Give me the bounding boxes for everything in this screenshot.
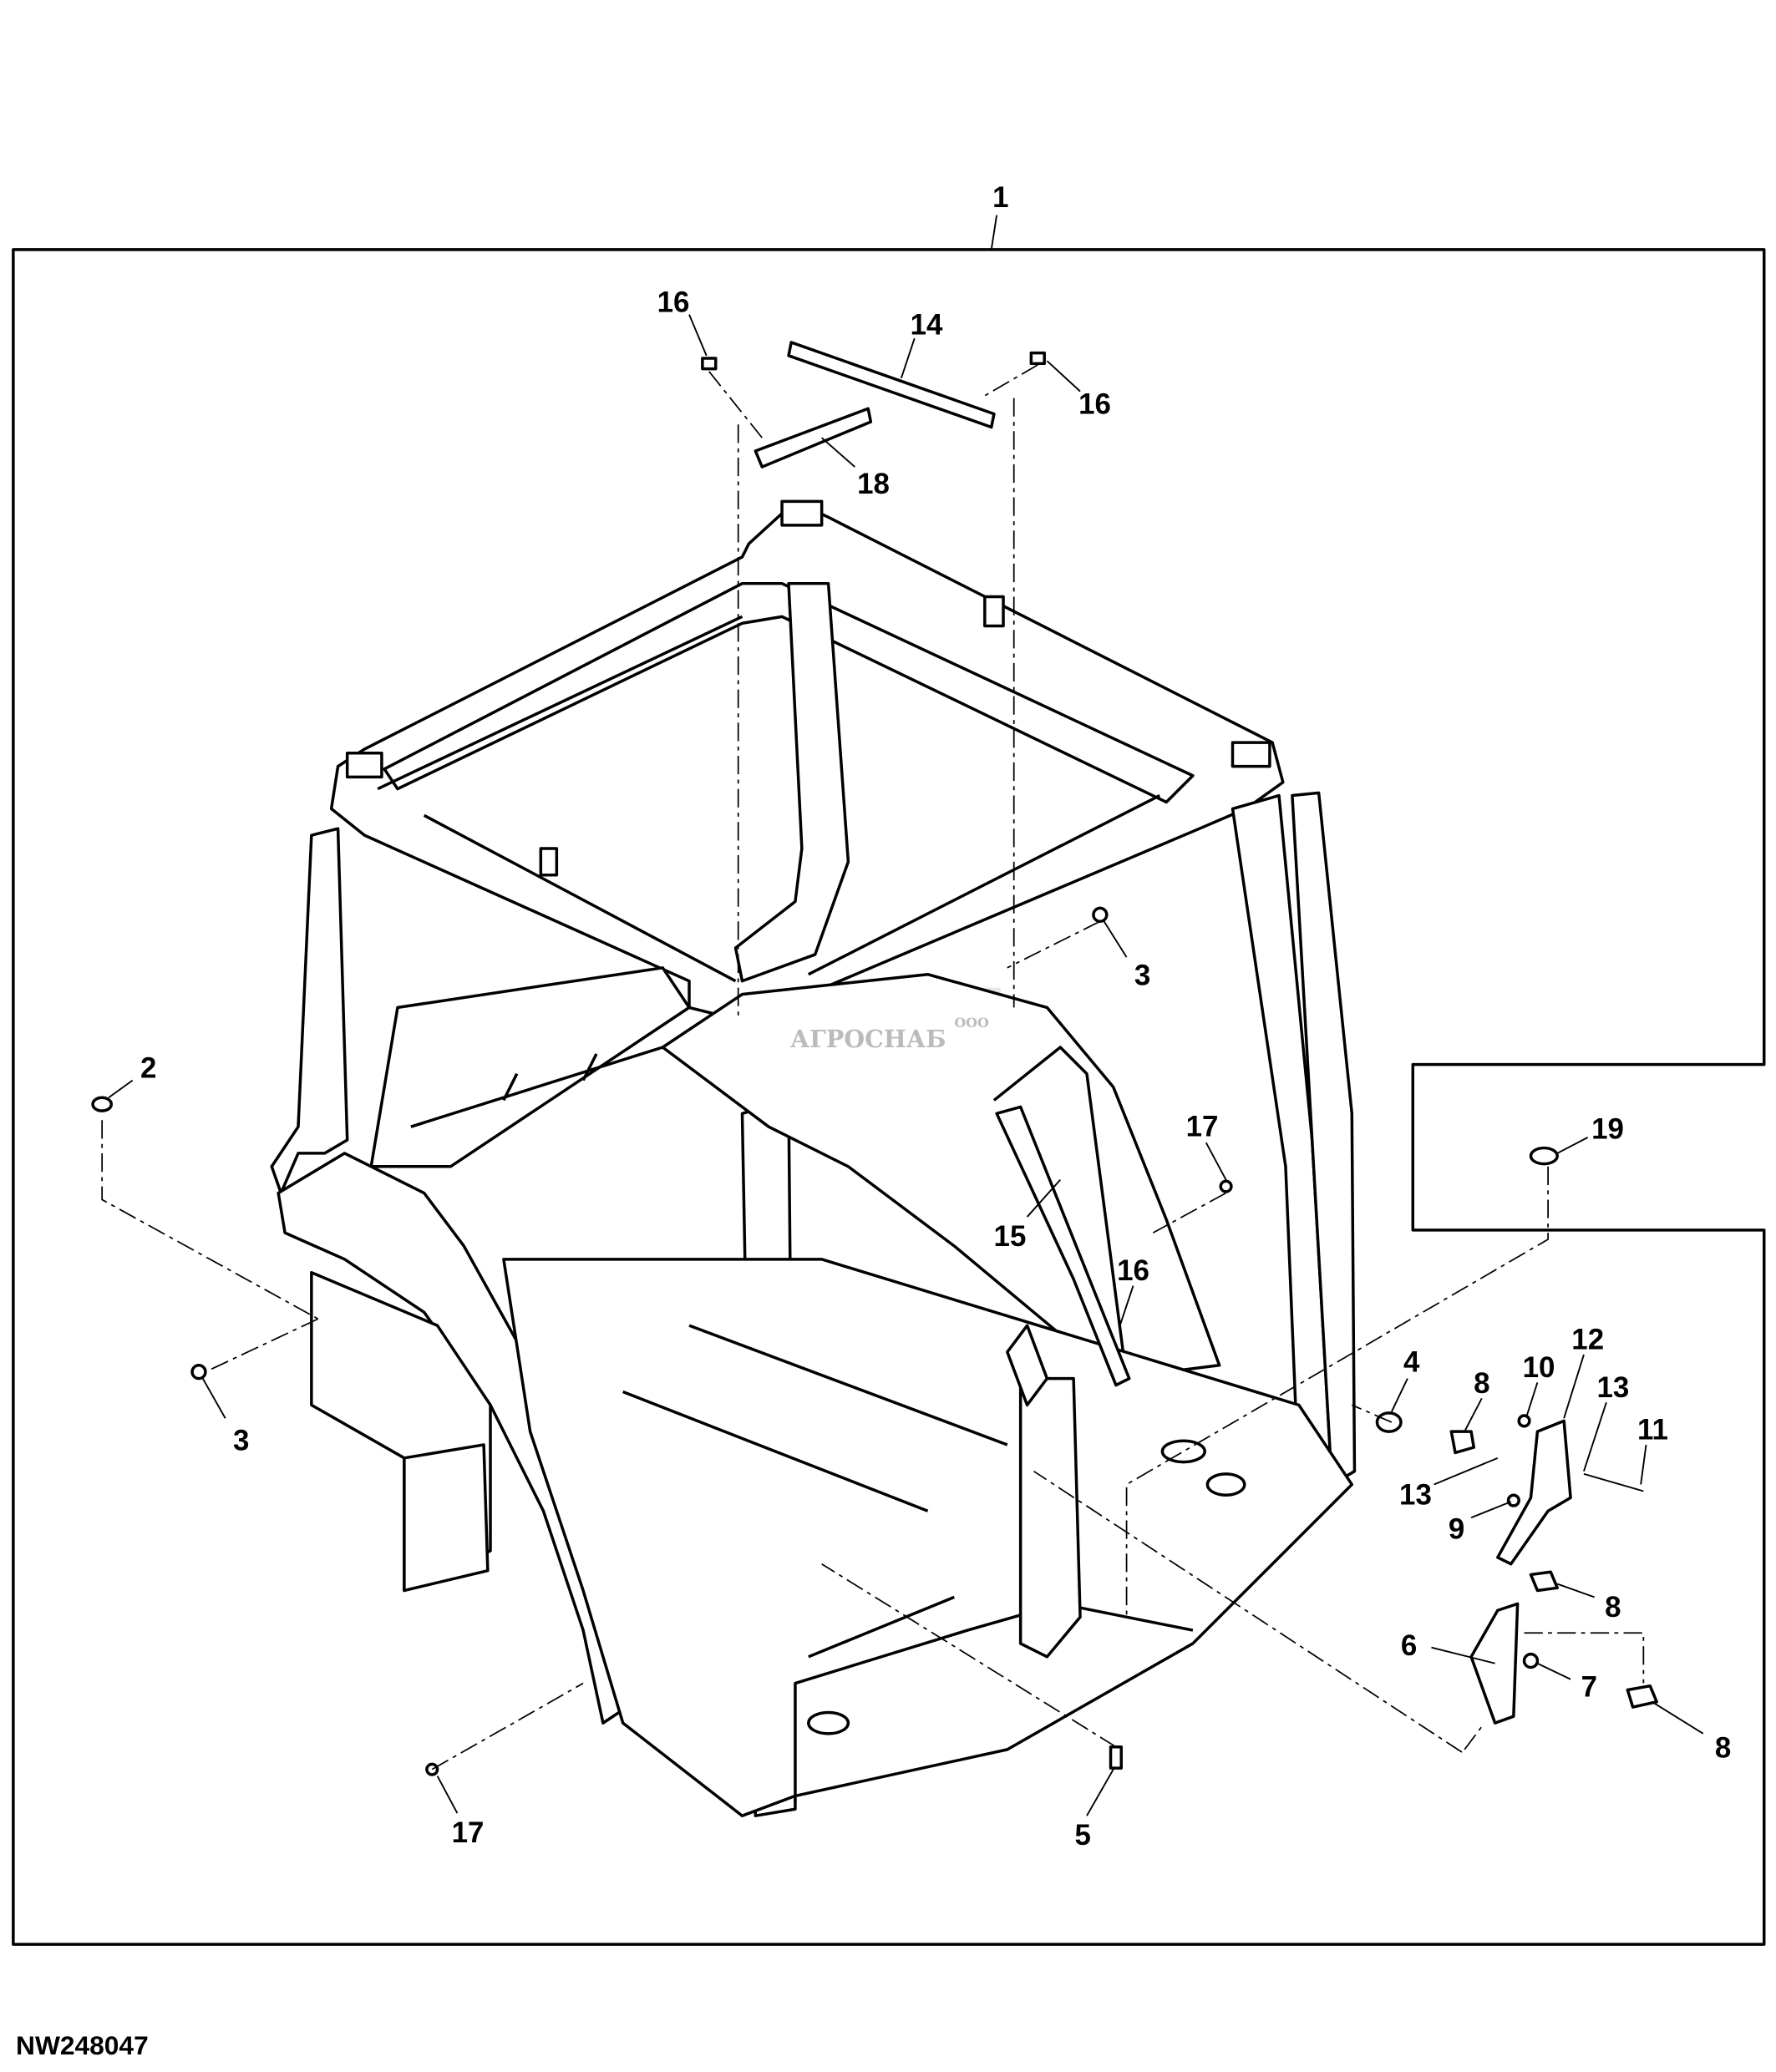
callout-3: 3 [1134, 959, 1150, 991]
part-17-bolt [1219, 1179, 1233, 1193]
part-8-knob [1626, 1684, 1658, 1709]
callout-leaders [108, 314, 1704, 1816]
leader-1 [990, 215, 998, 251]
callout-3: 3 [233, 1424, 249, 1456]
callout-labels: 1 16 14 16 18 3 2 19 17 15 16 3 4 12 8 1… [140, 181, 1731, 1852]
callout-19: 19 [1591, 1112, 1624, 1145]
part-9-screw [1506, 1493, 1520, 1507]
part-10-screw [1517, 1414, 1531, 1428]
callout-7: 7 [1581, 1670, 1597, 1703]
callout-9: 9 [1449, 1513, 1464, 1546]
callout-12: 12 [1571, 1324, 1604, 1356]
part-4-plug [1375, 1411, 1403, 1433]
part-19-plug [1529, 1146, 1559, 1166]
callout-13: 13 [1399, 1478, 1432, 1511]
callout-17: 17 [1186, 1110, 1219, 1142]
part-2-plug [91, 1096, 114, 1112]
part-7-nut [1522, 1652, 1540, 1669]
part-8-knob [1529, 1570, 1559, 1593]
watermark-prefix: ООО [954, 1015, 989, 1031]
loose-parts [91, 341, 1658, 1776]
callout-8: 8 [1474, 1367, 1489, 1400]
part-8-knob [1449, 1430, 1476, 1455]
part-18-bracket [754, 407, 873, 469]
part-16-clip [1029, 351, 1046, 366]
callout-4: 4 [1403, 1346, 1420, 1379]
figure-id: NW248047 [16, 2030, 149, 2060]
cab-frame-drawing [270, 499, 1357, 1817]
callout-16: 16 [1117, 1254, 1149, 1287]
callout-16: 16 [657, 286, 690, 318]
callout-16: 16 [1078, 388, 1111, 421]
part-5-pin [1109, 1745, 1123, 1770]
callout-17: 17 [452, 1816, 485, 1849]
part-3-nut [1092, 906, 1109, 924]
part-17-bolt [425, 1762, 439, 1776]
callout-10: 10 [1523, 1351, 1555, 1384]
part-3-nut [190, 1364, 207, 1380]
callout-6: 6 [1401, 1629, 1417, 1662]
part-12-hinge [1496, 1419, 1572, 1566]
part-14-bar [787, 341, 996, 429]
callout-13: 13 [1596, 1371, 1629, 1404]
callout-1: 1 [992, 181, 1008, 214]
callout-8: 8 [1605, 1591, 1621, 1624]
callout-8: 8 [1715, 1731, 1731, 1764]
part-16-clip [701, 357, 718, 371]
callout-14: 14 [911, 308, 943, 341]
callout-5: 5 [1075, 1819, 1091, 1852]
callout-18: 18 [857, 468, 890, 500]
part-15-bracket [995, 1105, 1131, 1387]
callout-11: 11 [1637, 1414, 1668, 1446]
callout-15: 15 [994, 1220, 1027, 1253]
callout-2: 2 [140, 1051, 156, 1084]
watermark-name: АГРОСНАБ [790, 1025, 946, 1053]
part-11-bolt [1583, 1472, 1644, 1492]
alignment-lines [101, 364, 1645, 1771]
assembly-frame [12, 248, 1766, 1946]
